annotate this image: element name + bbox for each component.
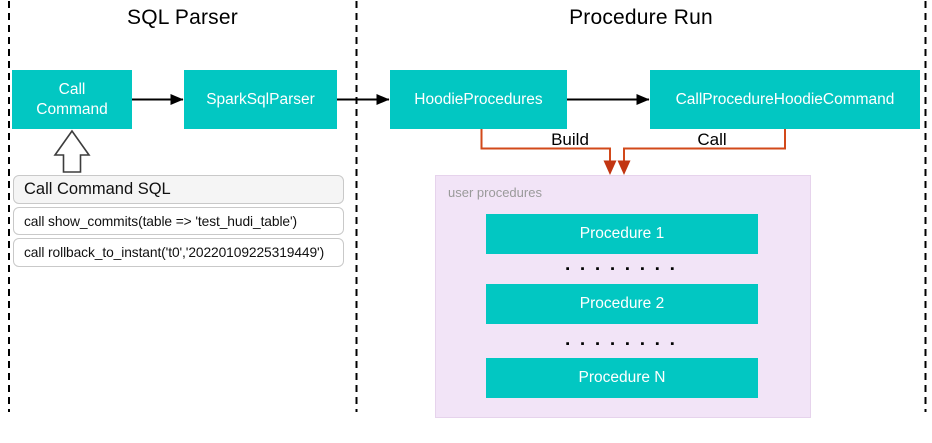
call-command-label-line1: Call <box>58 81 86 99</box>
hollow-up-arrow <box>53 129 91 173</box>
spark-sql-parser-node: SparkSqlParser <box>184 70 337 129</box>
ellipsis-dots: ▪ ▪ ▪ ▪ ▪ ▪ ▪ ▪ <box>565 263 679 275</box>
sql-statement-show-commits: call show_commits(table => 'test_hudi_ta… <box>24 213 298 229</box>
user-procedures-label: user procedures <box>448 185 542 200</box>
hoodie-procedures-label: HoodieProcedures <box>414 90 543 108</box>
procedure-1-node: Procedure 1 <box>486 214 758 254</box>
procedure-1-label: Procedure 1 <box>579 225 665 242</box>
sql-statement-row: call rollback_to_instant('t0','202201092… <box>13 238 344 267</box>
procedure-2-node: Procedure 2 <box>486 284 758 324</box>
sql-statement-rollback: call rollback_to_instant('t0','202201092… <box>24 245 325 260</box>
ellipsis-dots: ▪ ▪ ▪ ▪ ▪ ▪ ▪ ▪ <box>565 338 679 350</box>
call-command-label-line2: Command <box>36 100 108 118</box>
sql-panel-header: Call Command SQL <box>13 175 344 204</box>
procedure-run-section-title: Procedure Run <box>569 6 713 29</box>
sql-parser-section-title: SQL Parser <box>127 6 238 29</box>
call-procedure-hoodie-command-label: CallProcedureHoodieCommand <box>675 90 895 108</box>
call-arrowhead <box>617 160 631 175</box>
build-edge-label: Build <box>551 130 589 149</box>
build-arrowhead <box>603 160 617 175</box>
call-procedure-hoodie-command-node: CallProcedureHoodieCommand <box>650 70 920 129</box>
procedure-n-node: Procedure N <box>486 358 758 398</box>
sql-panel-header-text: Call Command SQL <box>24 180 171 198</box>
call-command-node: Call Command <box>12 70 132 129</box>
call-edge-label: Call <box>697 130 727 149</box>
procedure-2-label: Procedure 2 <box>579 295 665 312</box>
hoodie-procedures-node: HoodieProcedures <box>390 70 567 129</box>
procedure-n-label: Procedure N <box>578 369 666 386</box>
sql-statement-row: call show_commits(table => 'test_hudi_ta… <box>13 207 344 235</box>
spark-sql-parser-label: SparkSqlParser <box>206 90 315 108</box>
user-procedures-panel: user procedures Procedure 1 ▪ ▪ ▪ ▪ ▪ ▪ … <box>435 175 811 418</box>
